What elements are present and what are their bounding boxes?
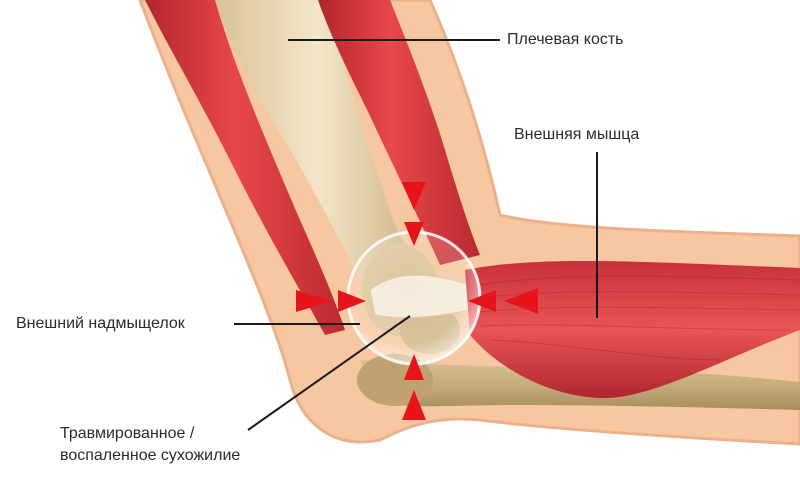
label-tendon-line1: Травмированное / xyxy=(60,425,195,442)
arrow-right-1 xyxy=(468,290,496,312)
forearm-muscle xyxy=(465,261,800,399)
leader-tendon xyxy=(247,315,411,431)
humerus-bone xyxy=(215,0,420,300)
arrow-left-2 xyxy=(338,290,366,312)
upper-muscle-right xyxy=(318,0,480,265)
muscle-fibers xyxy=(477,275,800,361)
arrow-top-1 xyxy=(402,182,426,210)
label-humerus: Плечевая кость xyxy=(507,31,624,48)
leader-lines xyxy=(234,39,598,431)
pressure-arrows xyxy=(296,182,538,420)
arrow-left-1 xyxy=(296,290,332,312)
label-tendon: Травмированное / воспаленное сухожилие xyxy=(60,423,240,467)
label-tendon-line2: воспаленное сухожилие xyxy=(60,447,241,464)
label-lateral-epicondyle: Внешний надмыщелок xyxy=(16,315,185,332)
upper-muscle-left xyxy=(145,0,345,335)
arrow-top-2 xyxy=(404,222,424,246)
arrow-bottom-2 xyxy=(402,390,426,420)
arrow-right-2 xyxy=(504,288,538,314)
arrow-bottom-1 xyxy=(404,354,424,380)
highlight-lens xyxy=(346,230,482,366)
label-external-muscle: Внешняя мышца xyxy=(514,126,640,143)
